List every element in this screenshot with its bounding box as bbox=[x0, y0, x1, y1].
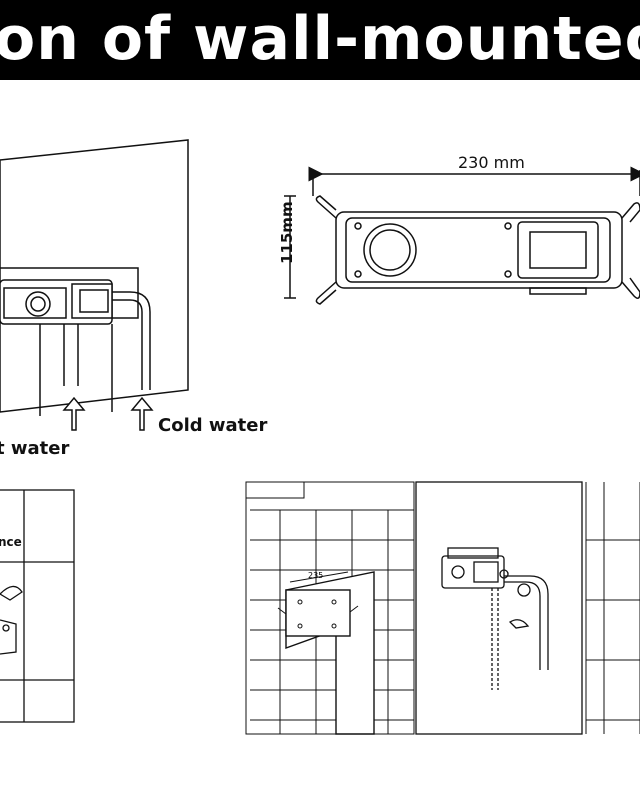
wall-with-plate-drawing bbox=[245, 481, 415, 735]
cartridge-block bbox=[71, 283, 113, 319]
plate-body bbox=[335, 211, 623, 289]
cold-water-arrow bbox=[130, 396, 154, 431]
partial-label: nce bbox=[0, 535, 22, 549]
title-bar: on of wall-mounted fa bbox=[0, 0, 640, 80]
valve-knob bbox=[25, 291, 51, 317]
hot-water-label: t water bbox=[0, 438, 69, 459]
hot-water-arrow bbox=[62, 396, 86, 431]
height-dimension-label: 115mm bbox=[278, 201, 296, 264]
cold-pipe bbox=[112, 291, 151, 390]
tiled-wall-partial-right bbox=[585, 482, 640, 734]
width-dimension-label: 230 mm bbox=[458, 153, 525, 172]
plate-outline bbox=[285, 589, 351, 637]
valve-opening bbox=[363, 223, 417, 277]
cartridge-opening bbox=[517, 221, 599, 279]
page-title: on of wall-mounted fa bbox=[0, 4, 640, 74]
valve-installation-drawing bbox=[0, 139, 189, 416]
cold-water-label: Cold water bbox=[158, 415, 267, 436]
tiled-wall-partial-left bbox=[0, 489, 75, 723]
installed-valve-drawing bbox=[415, 481, 583, 735]
mounting-plate-drawing bbox=[284, 166, 640, 305]
small-width-label: 235 bbox=[308, 571, 323, 580]
